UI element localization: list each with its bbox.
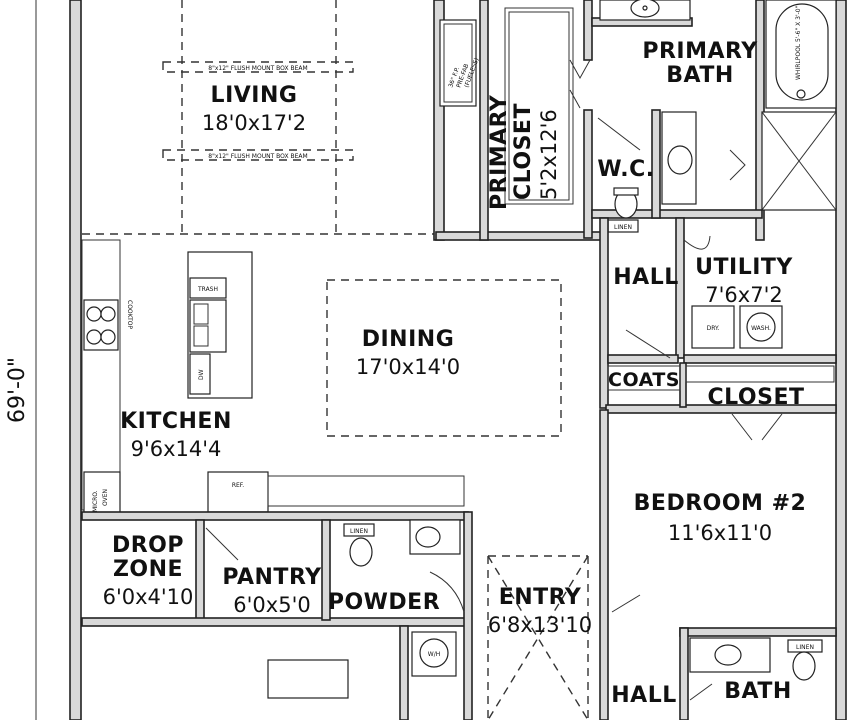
entry-dims: 6'8x13'10 (488, 613, 592, 637)
overall-dimension: 69'-0" (5, 0, 37, 720)
primary-closet: PRIMARY CLOSET 5'2x12'6 (435, 0, 607, 241)
micro-oven-label-2: OVEN (102, 489, 109, 506)
water-heater-closet: W/H (267, 625, 457, 720)
closet-name: CLOSET (708, 385, 805, 410)
trash-label: TRASH (197, 286, 218, 293)
washer-label: WASH. (751, 325, 771, 332)
bedroom-2-dims: 11'6x11'0 (668, 521, 772, 545)
water-heater-label: W/H (428, 651, 440, 658)
hall-upper-name: HALL (613, 265, 678, 290)
living-room: 8"x12" FLUSH MOUNT BOX BEAM 8"x12" FLUSH… (82, 0, 436, 235)
lower-hall-bath: LINEN HALL BATH (611, 627, 823, 720)
drop-zone-dims: 6'0x4'10 (103, 585, 194, 609)
ref-label: REF. (232, 482, 244, 489)
box-beam-upper-label: 8"x12" FLUSH MOUNT BOX BEAM (208, 65, 307, 72)
bath-linen-label: LINEN (796, 644, 814, 651)
dryer-label: DRY. (707, 325, 720, 332)
coats-closet: COATS CLOSET (605, 362, 837, 441)
kitchen-dims: 9'6x14'4 (131, 437, 222, 461)
cooktop-label: COOKTOP (126, 300, 133, 329)
primary-bath: WHIRLPOOL 5'-6" X 3'-0" PRIMARY BATH (591, 0, 837, 241)
bedroom-2-name: BEDROOM #2 (634, 491, 807, 516)
living-room-dims: 18'0x17'2 (202, 111, 306, 135)
drop-zone-name-2: ZONE (113, 557, 183, 582)
kitchen-name: KITCHEN (120, 409, 232, 434)
utility-room: DRY. WASH. UTILITY 7'6x7'2 HALL (599, 217, 837, 409)
dining-name: DINING (362, 327, 455, 352)
overall-dimension-label: 69'-0" (5, 357, 30, 423)
bath-name: BATH (724, 679, 792, 704)
dishwasher-label: DW (198, 369, 205, 380)
primary-closet-name-2: CLOSET (511, 103, 536, 200)
living-room-name: LIVING (211, 83, 298, 108)
pantry: PANTRY 6'0x5'0 (205, 519, 331, 621)
drop-zone: DROP ZONE 6'0x4'10 (81, 519, 469, 627)
box-beam-lower (162, 149, 354, 161)
primary-bath-name-2: BATH (666, 63, 734, 88)
primary-bath-name-1: PRIMARY (642, 39, 758, 64)
dining-dims: 17'0x14'0 (356, 355, 460, 379)
wc-linen-label: LINEN (614, 224, 632, 231)
powder-name: POWDER (328, 590, 440, 615)
whirlpool-label: WHIRLPOOL 5'-6" X 3'-0" (795, 5, 802, 80)
utility-dims: 7'6x7'2 (705, 283, 782, 307)
entry: ENTRY 6'8x13'10 (487, 555, 592, 720)
micro-oven-label-1: MICRO. (92, 490, 99, 512)
powder-linen-label: LINEN (350, 528, 368, 535)
box-beam-upper (162, 61, 354, 73)
hall-lower-name: HALL (611, 683, 676, 708)
pantry-name: PANTRY (222, 565, 322, 590)
water-closet: LINEN W.C. (591, 109, 763, 233)
coats-name: COATS (608, 369, 680, 391)
wc-name: W.C. (597, 157, 654, 182)
fireplace: 36" F.P. PRE-FAB (FUELESS) (433, 0, 481, 241)
utility-name: UTILITY (695, 255, 793, 280)
powder-room: LINEN POWDER (328, 511, 473, 720)
dining-room: DINING 17'0x14'0 (326, 279, 562, 437)
primary-closet-name-1: PRIMARY (487, 94, 512, 210)
pantry-dims: 6'0x5'0 (233, 593, 310, 617)
entry-name: ENTRY (499, 585, 582, 610)
kitchen: COOKTOP MICRO. OVEN TRASH DW REF. KITCHE… (81, 239, 469, 521)
box-beam-lower-label: 8"x12" FLUSH MOUNT BOX BEAM (208, 153, 307, 160)
primary-closet-dims: 5'2x12'6 (537, 109, 561, 200)
bedroom-2: BEDROOM #2 11'6x11'0 (599, 409, 837, 720)
drop-zone-name-1: DROP (112, 533, 184, 558)
